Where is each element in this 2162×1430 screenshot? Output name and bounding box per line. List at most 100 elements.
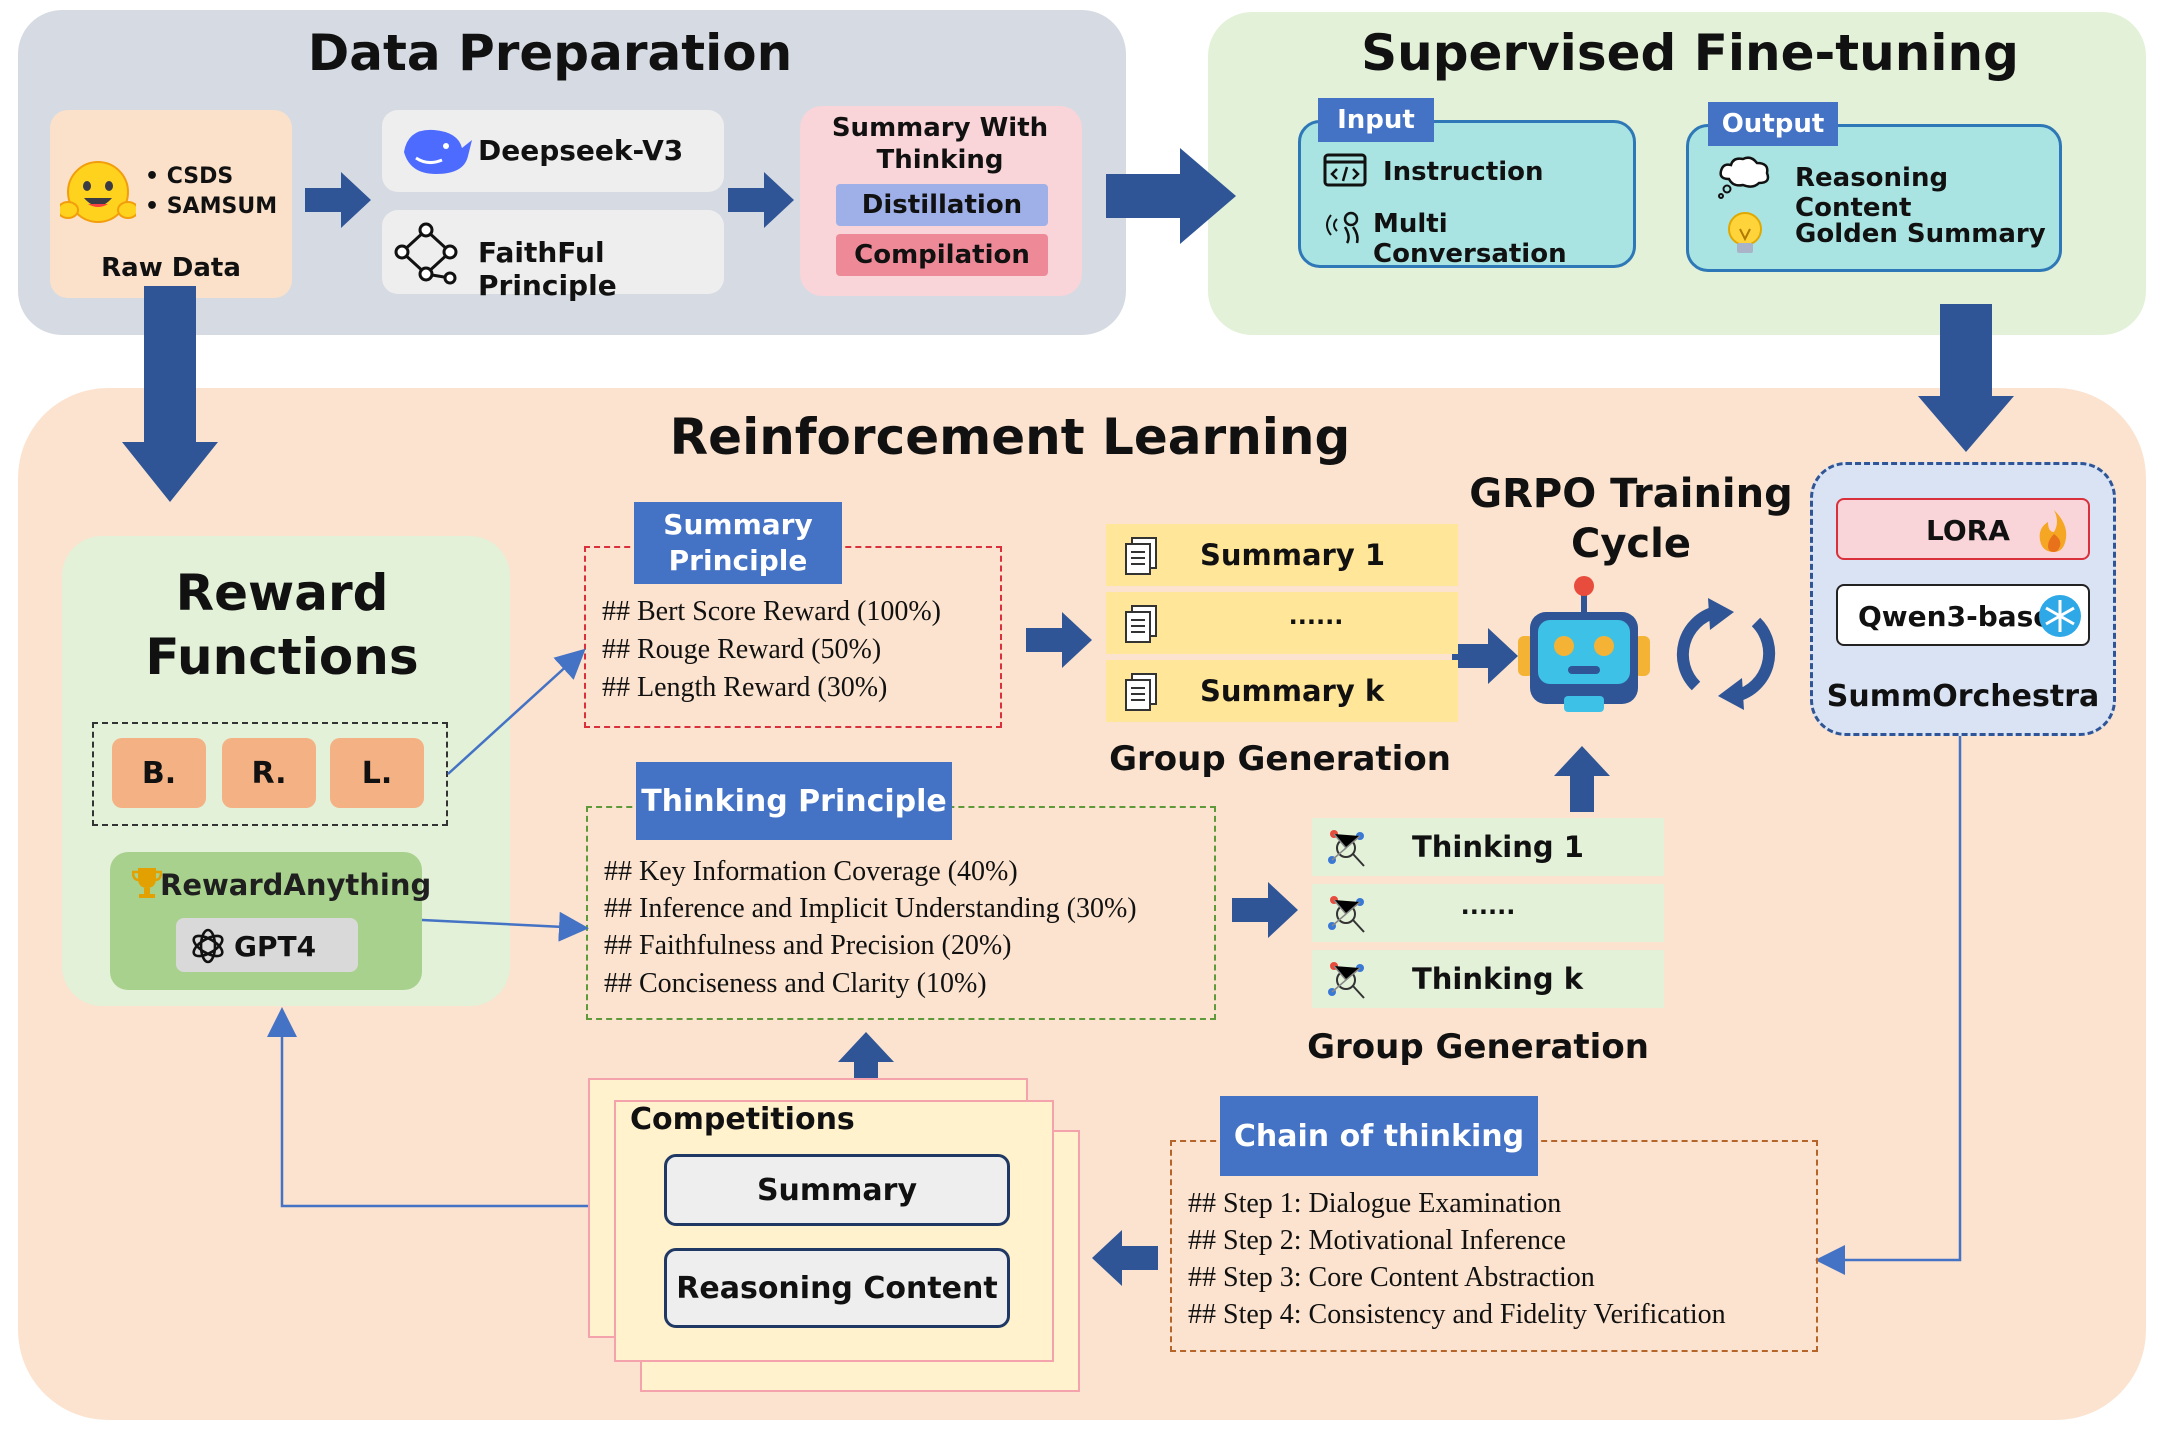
thinking-group-caption: Group Generation (1307, 1027, 1649, 1067)
sft-output-header: Output (1708, 102, 1838, 146)
summ-orchestra-label: SummOrchestra (1826, 678, 2100, 714)
robot-icon (1508, 572, 1660, 720)
arrow-dp-to-sft (1106, 148, 1236, 244)
reward-functions-title: Reward Functions (145, 564, 419, 686)
chain-step-2: ## Step 2: Motivational Inference (1188, 1225, 1566, 1256)
summary-group-item-k: Summary k (1106, 660, 1458, 722)
sft-output-reasoning-content: Reasoning Content (1795, 163, 1949, 223)
summary-group-caption: Group Generation (1109, 739, 1451, 779)
chain-step-1: ## Step 1: Dialogue Examination (1188, 1188, 1562, 1219)
arrow-raw-to-models (305, 172, 371, 228)
arrow-thinking-group-to-robot (1554, 746, 1610, 812)
snowflake-icon (2038, 594, 2082, 642)
lora-label: LORA (1926, 514, 2010, 547)
compilation-label: Compilation (836, 234, 1048, 276)
thinking-principle-item-3: ## Faithfulness and Precision (20%) (604, 930, 1012, 961)
speaking-icon (1325, 211, 1365, 249)
thinking-principle-item-4: ## Conciseness and Clarity (10%) (604, 968, 987, 999)
deepseek-label: Deepseek-V3 (478, 134, 684, 167)
thinking-group-label-k: Thinking k (1412, 962, 1584, 996)
lightbulb-icon (1725, 211, 1765, 263)
summary-principle-item-length: ## Length Reward (30%) (602, 672, 888, 703)
deepseek-card: Deepseek-V3 (382, 110, 724, 192)
gpt4-to-thinking-principle-line (421, 911, 589, 942)
thinking-principle-item-2: ## Inference and Implicit Understanding … (604, 893, 1137, 924)
gpt4-chip: GPT4 (176, 918, 358, 972)
thinking-principle-item-1: ## Key Information Coverage (40%) (604, 856, 1018, 887)
summary-group-item-2: ...... (1106, 592, 1458, 654)
thinking-principle-header: Thinking Principle (636, 762, 952, 840)
document-icon (1124, 536, 1160, 580)
data-preparation-title: Data Preparation (307, 24, 793, 82)
arrow-chain-to-competitions (1092, 1230, 1158, 1286)
thinking-group-item-k: Thinking k (1312, 950, 1664, 1008)
raw-data-card: • CSDS • SAMSUM Raw Data (50, 110, 292, 298)
raw-data-item-csds: • CSDS (145, 164, 234, 189)
code-icon (1323, 153, 1367, 191)
cycle-arrows-icon (1666, 594, 1786, 718)
lora-chip: LORA (1836, 498, 2090, 560)
document-icon (1124, 672, 1160, 716)
sft-input-instruction: Instruction (1383, 157, 1544, 187)
competitions-to-reward-line (267, 1007, 590, 1208)
document-icon (1124, 604, 1160, 648)
faithful-principle-card: FaithFul Principle (382, 210, 724, 302)
summary-group-label-k: Summary k (1200, 674, 1385, 708)
thought-cloud-icon (1717, 155, 1773, 203)
summary-group-label-2: ...... (1288, 602, 1344, 630)
arrow-sft-to-orchestra (1918, 304, 2014, 452)
arrow-thinking-principle-to-group (1232, 882, 1298, 938)
arrow-summary-group-to-robot (1452, 628, 1518, 684)
reasoning-graph-icon (1326, 958, 1372, 1006)
gpt4-label: GPT4 (234, 930, 317, 963)
chain-step-4: ## Step 4: Consistency and Fidelity Veri… (1188, 1299, 1726, 1330)
arrow-summary-principle-to-group (1026, 612, 1092, 668)
sft-output-golden-summary: Golden Summary (1795, 219, 2046, 249)
summary-principle-header: Summary Principle (634, 502, 842, 584)
reward-chips-group (92, 722, 448, 826)
qwen-label: Qwen3-base (1858, 600, 2053, 633)
summary-principle-item-rouge: ## Rouge Reward (50%) (602, 634, 882, 665)
arrow-competitions-to-thinking-principle (838, 1032, 894, 1098)
thinking-group-item-2: ...... (1312, 884, 1664, 942)
distillation-label: Distillation (836, 184, 1048, 226)
rl-title: Reinforcement Learning (669, 408, 1351, 466)
summary-group-item-1: Summary 1 (1106, 524, 1458, 586)
summary-with-thinking-title: Summary With Thinking (831, 113, 1049, 175)
competitions-summary: Summary (664, 1154, 1010, 1226)
deepseek-whale-icon (398, 122, 474, 184)
reward-chip-b: B. (112, 738, 206, 808)
thinking-group-item-1: Thinking 1 (1312, 818, 1664, 876)
reward-chip-r: R. (222, 738, 316, 808)
orchestra-to-chain-line (1815, 736, 1962, 1275)
summary-group-label-1: Summary 1 (1200, 538, 1386, 572)
trophy-icon (131, 866, 163, 904)
chain-step-3: ## Step 3: Core Content Abstraction (1188, 1262, 1595, 1293)
sft-output-box: Reasoning Content Golden Summary (1686, 124, 2062, 272)
arrow-models-to-summary (728, 172, 794, 228)
summary-with-thinking-card: Summary With Thinking Distillation Compi… (800, 106, 1082, 296)
reasoning-graph-icon (1326, 892, 1372, 940)
chips-to-summary-principle-line (447, 648, 586, 775)
reward-anything-label: RewardAnything (160, 868, 432, 902)
openai-icon (188, 926, 228, 970)
sft-input-multi-conversation: Multi Conversation (1373, 209, 1567, 269)
grpo-title: GRPO Training Cycle (1469, 471, 1793, 567)
summary-principle-item-bert: ## Bert Score Reward (100%) (602, 596, 942, 627)
chain-of-thinking-header: Chain of thinking (1220, 1096, 1538, 1176)
faithful-principle-label: FaithFul Principle (478, 236, 617, 302)
graph-nodes-icon (392, 218, 462, 290)
qwen-chip: Qwen3-base (1836, 584, 2090, 646)
raw-data-item-samsum: • SAMSUM (145, 194, 278, 219)
thinking-group-label-1: Thinking 1 (1412, 830, 1584, 864)
thinking-group-label-2: ...... (1460, 892, 1516, 920)
reward-anything-card: RewardAnything GPT4 (110, 852, 431, 990)
arrow-raw-to-rl (122, 286, 218, 502)
reward-chip-l: L. (330, 738, 424, 808)
competitions-title: Competitions (630, 1102, 855, 1137)
fire-icon (2034, 508, 2074, 558)
sft-input-header: Input (1318, 98, 1434, 142)
sft-title: Supervised Fine-tuning (1361, 24, 2019, 82)
reasoning-graph-icon (1326, 826, 1372, 874)
